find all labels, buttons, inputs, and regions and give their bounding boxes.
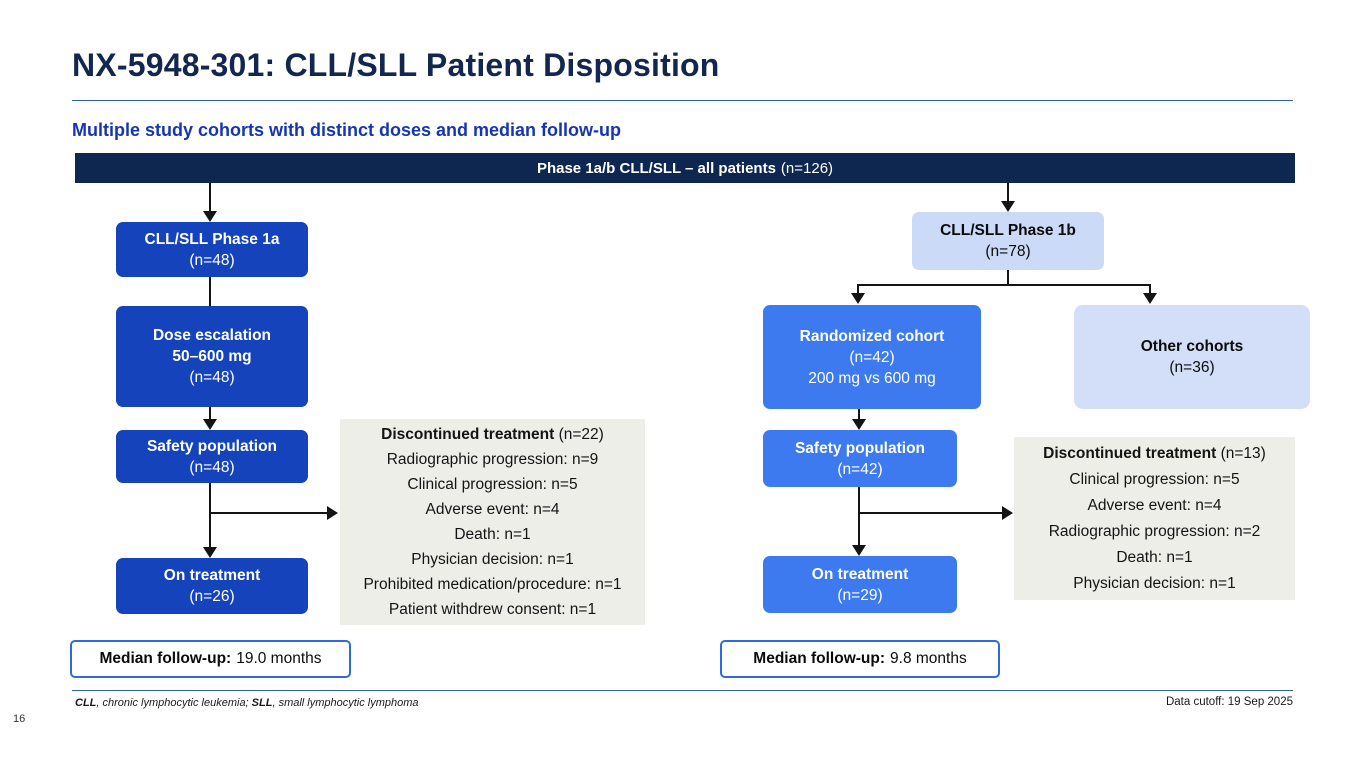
box-randomized-title: Randomized cohort xyxy=(799,327,945,345)
box-phase1a-n: (n=48) xyxy=(189,251,235,269)
box-safety-1b-n: (n=42) xyxy=(837,460,883,478)
median-1b-value: 9.8 months xyxy=(890,650,967,667)
median-followup-1b: Median follow-up: 9.8 months xyxy=(720,640,1000,678)
discontinued-1b-n: (n=13) xyxy=(1220,444,1266,462)
box-safety-1b-title: Safety population xyxy=(794,439,926,457)
box-phase1b-title: CLL/SLL Phase 1b xyxy=(940,222,1076,239)
box-randomized-dose: 200 mg vs 600 mg xyxy=(808,369,936,387)
discontinued-1a-reason: Death: n=1 xyxy=(454,526,531,543)
arrowhead-right-icon xyxy=(327,506,338,520)
discontinued-1b-reason: Death: n=1 xyxy=(1116,548,1193,566)
box-dose-escalation: Dose escalation 50–600 mg (n=48) xyxy=(116,306,308,407)
box-discontinued-1a: Discontinued treatment (n=22) Radiograph… xyxy=(340,419,645,625)
connector-split-to-randomized xyxy=(857,284,859,294)
footnote-def-sll: , small lymphocytic lymphoma xyxy=(272,697,419,709)
median-1a-label: Median follow-up: xyxy=(99,650,232,667)
connector-safety-to-ontreatment-1a xyxy=(209,483,211,548)
box-ontreatment-1b-n: (n=29) xyxy=(837,586,883,604)
connector-branch-discontinued-1a xyxy=(210,512,329,514)
median-1b-label: Median follow-up: xyxy=(753,650,886,667)
discontinued-1b-title: Discontinued treatment xyxy=(1043,444,1217,462)
connector-dose-to-safety-1a xyxy=(209,407,211,420)
data-cutoff-label: Data cutoff: 19 Sep 2025 xyxy=(1165,696,1293,708)
arrowhead-down-icon xyxy=(851,293,865,304)
discontinued-1a-reason: Adverse event: n=4 xyxy=(425,501,560,518)
arrowhead-right-icon xyxy=(1002,506,1013,520)
median-followup-1a: Median follow-up: 19.0 months xyxy=(70,640,351,678)
discontinued-1b-reason: Physician decision: n=1 xyxy=(1073,574,1236,592)
connector-phase1b-stub xyxy=(1007,270,1009,285)
discontinued-1b-header: Discontinued treatment (n=13) xyxy=(1043,441,1266,467)
discontinued-1a-title: Discontinued treatment xyxy=(381,426,555,443)
box-ontreatment-1a-title: On treatment xyxy=(163,567,261,584)
box-phase1b-n: (n=78) xyxy=(985,243,1031,260)
box-ontreatment-1b: On treatment (n=29) xyxy=(763,556,957,613)
banner-label: Phase 1a/b CLL/SLL – all patients xyxy=(536,159,776,177)
title-divider xyxy=(72,100,1293,101)
arrowhead-down-icon xyxy=(1143,293,1157,304)
connector-randomized-to-safety-1b xyxy=(858,409,860,420)
connector-banner-to-phase1a xyxy=(209,183,211,212)
arrowhead-down-icon xyxy=(852,545,866,556)
box-randomized-n: (n=42) xyxy=(849,348,895,366)
box-discontinued-1b: Discontinued treatment (n=13) Clinical p… xyxy=(1014,437,1295,600)
box-phase1a-title: CLL/SLL Phase 1a xyxy=(144,230,280,248)
discontinued-1b-reason: Adverse event: n=4 xyxy=(1087,496,1222,514)
box-ontreatment-1a-n: (n=26) xyxy=(189,588,235,605)
box-ontreatment-1a: On treatment (n=26) xyxy=(116,558,308,614)
connector-branch-discontinued-1b xyxy=(859,512,1003,514)
box-phase1a: CLL/SLL Phase 1a (n=48) xyxy=(116,222,308,277)
connector-safety-to-ontreatment-1b xyxy=(858,487,860,547)
box-other-n: (n=36) xyxy=(1169,359,1215,376)
median-1a-value: 19.0 months xyxy=(236,650,322,667)
page-title: NX-5948-301: CLL/SLL Patient Disposition xyxy=(72,47,720,83)
banner-n: (n=126) xyxy=(780,159,834,177)
banner-all-patients: Phase 1a/b CLL/SLL – all patients (n=126… xyxy=(75,153,1295,183)
discontinued-1a-n: (n=22) xyxy=(558,426,604,443)
box-randomized-cohort: Randomized cohort (n=42) 200 mg vs 600 m… xyxy=(763,305,981,409)
connector-phase1a-to-dose xyxy=(209,277,211,306)
connector-split-to-other xyxy=(1149,284,1151,294)
discontinued-1a-reason: Physician decision: n=1 xyxy=(411,551,574,568)
connector-phase1b-split xyxy=(857,284,1151,286)
page-number: 16 xyxy=(13,713,26,725)
footer-divider xyxy=(72,690,1293,691)
arrowhead-down-icon xyxy=(203,547,217,558)
footnote-abbr-sll: SLL xyxy=(251,697,273,709)
slide-subtitle: Multiple study cohorts with distinct dos… xyxy=(72,120,622,140)
discontinued-1a-header: Discontinued treatment (n=22) xyxy=(381,422,604,447)
discontinued-1b-reason: Radiographic progression: n=2 xyxy=(1048,522,1261,540)
box-phase1b: CLL/SLL Phase 1b (n=78) xyxy=(912,212,1104,270)
abbreviations-footnote: CLL, chronic lymphocytic leukemia; SLL, … xyxy=(75,697,419,709)
box-ontreatment-1b-title: On treatment xyxy=(811,565,909,583)
discontinued-1a-reason: Radiographic progression: n=9 xyxy=(386,451,599,468)
box-other-title: Other cohorts xyxy=(1140,338,1244,355)
connector-banner-to-phase1b xyxy=(1007,183,1009,202)
box-safety-1a-title: Safety population xyxy=(146,437,278,455)
arrowhead-down-icon xyxy=(1001,201,1015,212)
footnote-def-cll: , chronic lymphocytic leukemia; xyxy=(96,697,252,709)
arrowhead-down-icon xyxy=(203,211,217,222)
box-safety-1b: Safety population (n=42) xyxy=(763,430,957,487)
box-dose-title: Dose escalation xyxy=(152,327,272,344)
footnote-abbr-cll: CLL xyxy=(75,697,97,709)
box-safety-1a-n: (n=48) xyxy=(189,458,235,476)
discontinued-1a-reason: Prohibited medication/procedure: n=1 xyxy=(363,576,622,593)
discontinued-1b-reason: Clinical progression: n=5 xyxy=(1069,470,1240,488)
box-dose-range: 50–600 mg xyxy=(172,348,252,365)
arrowhead-down-icon xyxy=(203,419,217,430)
box-safety-1a: Safety population (n=48) xyxy=(116,430,308,483)
discontinued-1a-reason: Clinical progression: n=5 xyxy=(407,476,578,493)
box-other-cohorts: Other cohorts (n=36) xyxy=(1074,305,1310,409)
discontinued-1a-reason: Patient withdrew consent: n=1 xyxy=(388,601,597,618)
box-dose-n: (n=48) xyxy=(189,369,235,386)
arrowhead-down-icon xyxy=(852,419,866,430)
